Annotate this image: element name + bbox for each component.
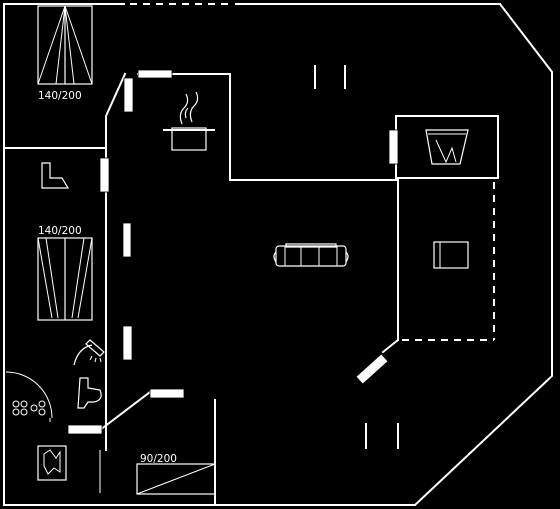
- door-diagonal[interactable]: [355, 353, 389, 385]
- bed-size-label-1: 140/200: [38, 90, 82, 102]
- door-corridor-upper[interactable]: [123, 77, 134, 113]
- toilet-icon: [77, 377, 102, 409]
- door-bedroom-1[interactable]: [99, 157, 110, 193]
- bed-icon: [37, 5, 93, 85]
- sauna-heater-icon: [12, 400, 46, 416]
- sofa-icon: [273, 243, 349, 267]
- bedroom-2: 140/200: [37, 162, 93, 321]
- bedroom-1: 140/200: [37, 5, 93, 102]
- bedroom-3: 90/200: [136, 453, 216, 495]
- door-kitchen-top[interactable]: [137, 69, 173, 79]
- pot-steam-icon: [163, 91, 215, 151]
- table-icon: [365, 423, 399, 449]
- doors: [67, 69, 399, 435]
- outer-walls: [3, 2, 553, 506]
- door-alcove[interactable]: [388, 129, 399, 165]
- table-icon: [433, 241, 469, 269]
- kitchen: [163, 91, 215, 151]
- door-entrance[interactable]: [67, 424, 103, 435]
- bed-icon: [37, 237, 93, 321]
- bed-size-label-2: 140/200: [38, 225, 82, 237]
- chair-icon: [41, 162, 70, 189]
- door-bedroom-3[interactable]: [149, 388, 185, 399]
- table-icon: [314, 65, 346, 89]
- living-room: [273, 65, 469, 269]
- bathroom: [12, 339, 105, 481]
- door-bathroom[interactable]: [122, 325, 133, 361]
- fireplace-icon: [425, 129, 469, 165]
- door-corridor-mid[interactable]: [122, 222, 132, 258]
- interior-walls: [3, 72, 499, 506]
- room-bottom-right: [365, 423, 399, 449]
- bed-size-label-3: 90/200: [140, 453, 177, 465]
- bed-icon: [136, 463, 216, 495]
- washing-machine-icon: [37, 445, 67, 481]
- shower-icon: [73, 339, 105, 366]
